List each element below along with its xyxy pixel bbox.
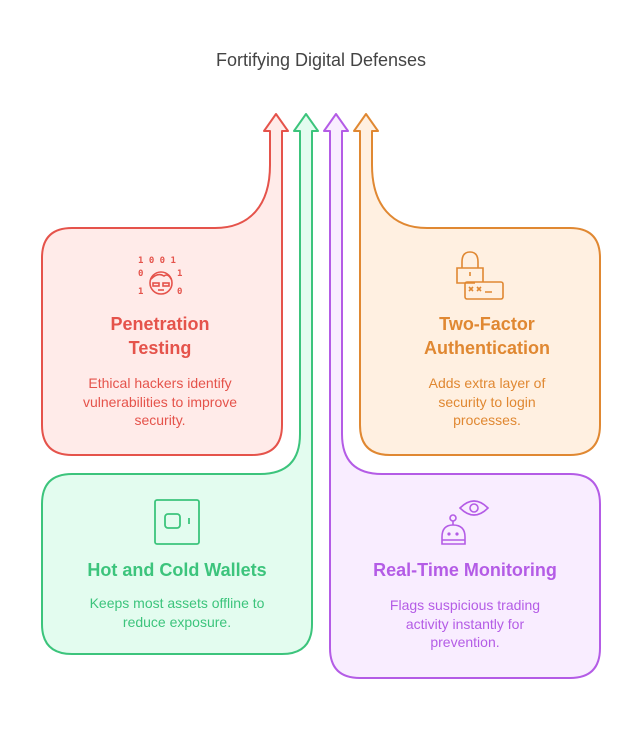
- svg-text:1: 1: [177, 269, 182, 279]
- wallet-icon: [154, 499, 200, 545]
- penetration-testing-card: [41, 113, 289, 456]
- desc-line: Adds extra layer of: [428, 375, 546, 391]
- desc-line: security.: [134, 412, 186, 428]
- desc-line: activity instantly for: [405, 615, 525, 632]
- svg-text:1: 1: [138, 287, 143, 297]
- card-heading: Hot and Cold Wallets: [87, 560, 267, 580]
- card-description: Flags suspicious trading activity instant…: [330, 596, 600, 652]
- card-description: Ethical hackers identify vulnerabilities …: [42, 374, 278, 430]
- heading-line: Penetration: [110, 314, 210, 334]
- monitoring-card: [323, 113, 601, 679]
- robot-eye-icon: [441, 500, 490, 545]
- svg-text:1 0 0 1: 1 0 0 1: [138, 256, 176, 266]
- hacker-binary-icon: 1 0 0 1 0 1 1 0: [138, 256, 182, 297]
- diagram-title: Fortifying Digital Defenses: [215, 50, 427, 70]
- desc-line: vulnerabilities to improve: [82, 393, 238, 410]
- desc-line: security to login: [438, 393, 536, 410]
- heading-line: Authentication: [424, 338, 550, 358]
- desc-line: prevention.: [430, 634, 500, 650]
- wallets-card: [41, 113, 319, 655]
- card-heading: Real-Time Monitoring: [373, 560, 557, 580]
- desc-line: Ethical hackers identify: [88, 375, 232, 391]
- svg-text:0: 0: [138, 269, 143, 279]
- lock-password-icon: [456, 251, 504, 300]
- heading-line: Testing: [128, 338, 192, 358]
- heading-line: Two-Factor: [439, 314, 535, 334]
- desc-line: Keeps most assets offline to: [89, 595, 265, 611]
- card-description: Adds extra layer of security to login proc…: [372, 374, 602, 430]
- desc-line: processes.: [453, 412, 521, 428]
- desc-line: Flags suspicious trading: [389, 597, 541, 613]
- svg-text:0: 0: [177, 287, 182, 297]
- two-factor-card: [353, 113, 601, 456]
- card-description: Keeps most assets offline to reduce expos…: [42, 594, 312, 631]
- desc-line: reduce exposure.: [122, 613, 232, 630]
